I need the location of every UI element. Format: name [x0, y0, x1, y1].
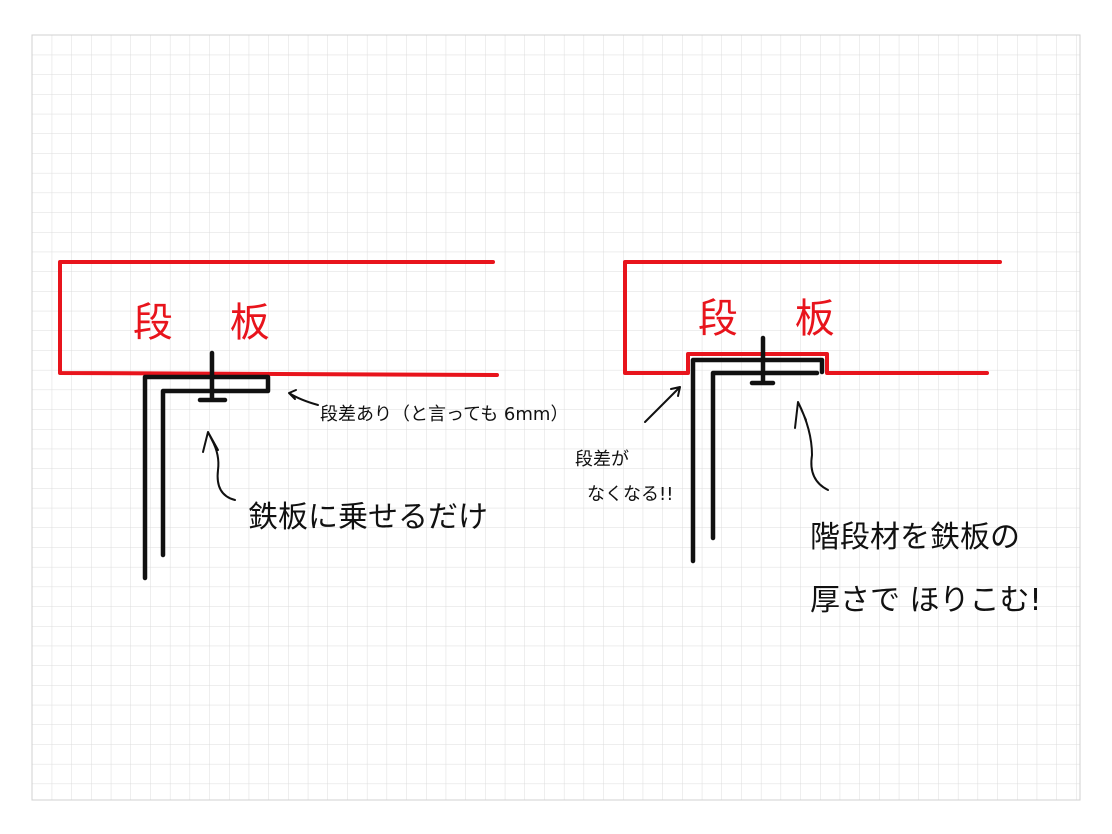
right-recess-arrow: [794, 401, 829, 491]
right-step-note-line1: 段差が: [575, 449, 629, 470]
grid-paper: [31, 34, 1081, 801]
left-board-label: 段 板: [133, 300, 292, 346]
left-plate-arrow: [202, 431, 236, 501]
right-steel-angle-inner: [710, 370, 820, 541]
right-step-arrow: [644, 386, 681, 423]
left-steel-angle-inner: [160, 388, 271, 558]
left-step-arrow: [288, 389, 319, 406]
right-recess-note-line2: 厚さで ほりこむ!: [810, 583, 1042, 618]
right-diagram: 段 板 段差が なくなる!! 階段材を鉄板の 厚さで ほりこむ!: [575, 260, 1042, 618]
right-steel-angle-outer: [690, 357, 825, 564]
left-steel-angle-outer: [142, 374, 271, 581]
right-step-note-line2: なくなる!!: [587, 484, 673, 505]
left-step-note: 段差あり（と言っても 6mm）: [320, 404, 568, 425]
left-bolt: [197, 350, 228, 403]
left-diagram: 段 板 段差あり（と言っても 6mm） 鉄板に乗せるだけ: [58, 260, 568, 581]
right-recess-note-line1: 階段材を鉄板の: [810, 520, 1020, 555]
left-plate-note: 鉄板に乗せるだけ: [248, 500, 488, 535]
left-step-board: [58, 260, 499, 377]
right-step-board: [623, 260, 1002, 375]
right-board-label: 段 板: [698, 296, 857, 342]
right-bolt: [749, 335, 776, 386]
